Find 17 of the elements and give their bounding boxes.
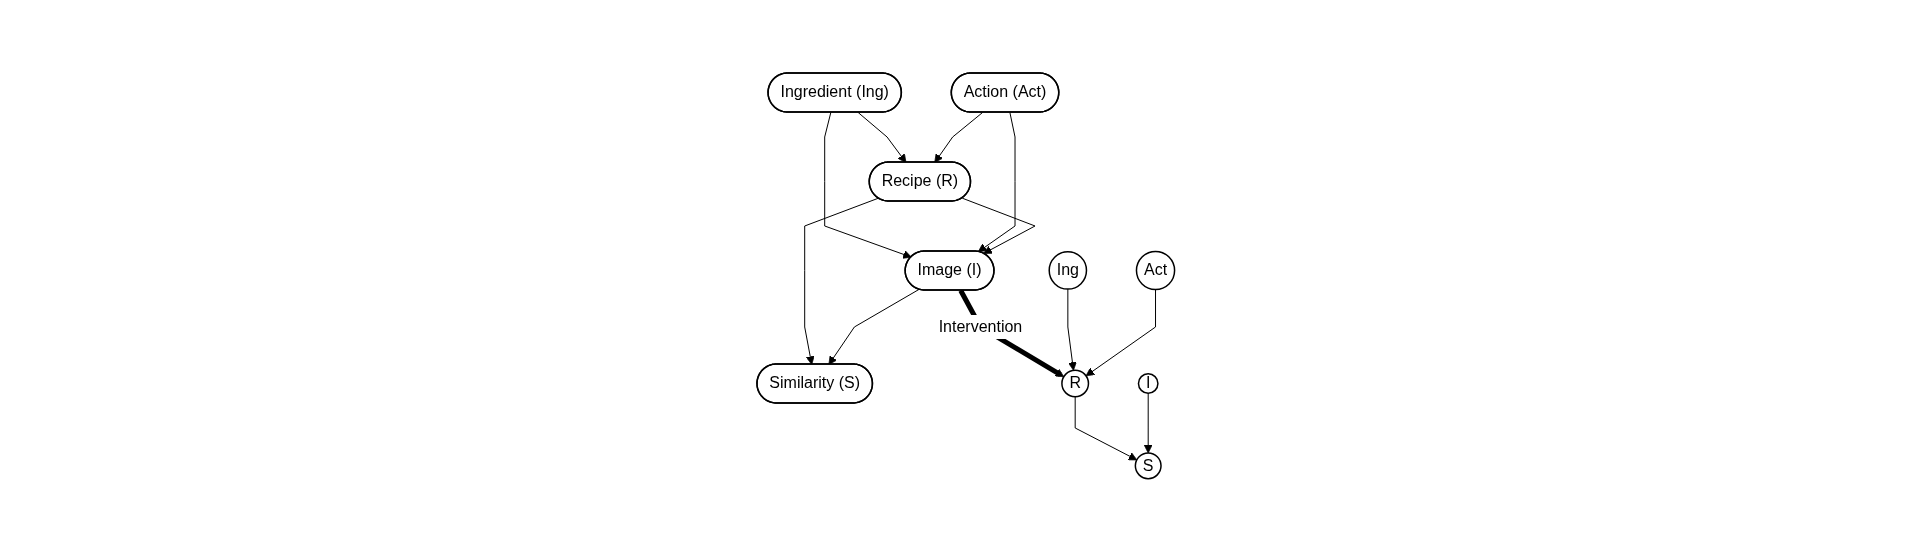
- arrow: [962, 197, 1036, 255]
- node-circle: I: [1137, 373, 1159, 395]
- node-circle: Act: [1135, 250, 1176, 291]
- arrow: [804, 197, 880, 366]
- edge-label: Intervention: [938, 318, 1023, 336]
- arrow: [857, 112, 907, 164]
- arrow: [1085, 289, 1157, 377]
- node-circle: R: [1061, 369, 1090, 398]
- arrow: [1144, 392, 1153, 454]
- node-circle: S: [1134, 452, 1162, 480]
- node-circle: Ing: [1048, 251, 1088, 291]
- arrow: [934, 112, 984, 164]
- arrow: [1074, 396, 1138, 461]
- arrow: [828, 289, 920, 366]
- arrow: [1067, 288, 1077, 371]
- arrow: [824, 112, 912, 259]
- arrow: [978, 112, 1016, 253]
